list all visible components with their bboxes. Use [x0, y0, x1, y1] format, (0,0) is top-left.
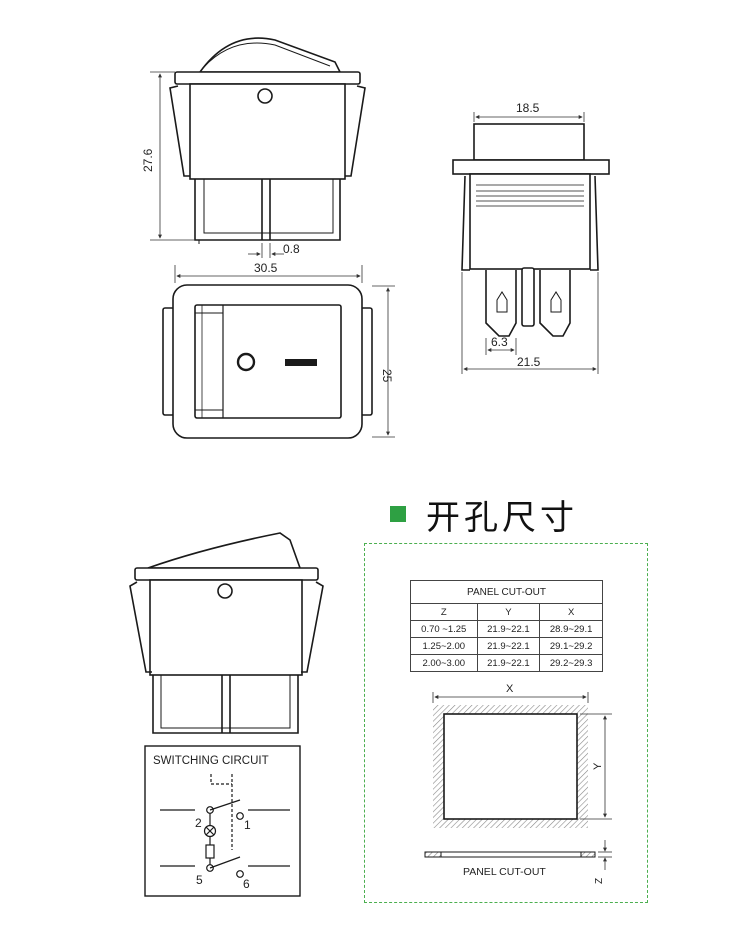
table-cell: 1.25~2.00 [410, 637, 478, 655]
top-view-dimension [174, 265, 363, 283]
green-square-icon [390, 506, 406, 522]
table-cell: 29.1~29.2 [539, 637, 603, 655]
panel-cutout-frame [364, 543, 648, 903]
rocker-switch-view [129, 532, 324, 734]
table-header-row: Z Y X [410, 603, 603, 621]
table-title-row: PANEL CUT-OUT [410, 580, 603, 604]
table-cell: 21.9~22.1 [476, 620, 541, 638]
cutout-size-heading: 开孔尺寸 [390, 492, 578, 538]
side-view-dimension-bottom [461, 272, 599, 374]
dim-width-label: 25 [380, 369, 394, 383]
switching-circuit-box [144, 745, 301, 897]
column-header-z: Z [410, 603, 478, 621]
side-view-dimension-top [473, 112, 585, 122]
cutout-z-label: Z [594, 878, 605, 884]
cutout-x-label: X [506, 683, 514, 695]
cutout-size-title: 开孔尺寸 [426, 497, 578, 538]
cutout-y-label: Y [592, 762, 604, 770]
dim-side-bottom-label: 21.5 [517, 355, 541, 369]
column-header-y: Y [476, 603, 541, 621]
dim-length-label: 30.5 [254, 261, 278, 275]
front-view-dimensions [150, 71, 284, 258]
table-cell: 21.9~22.1 [476, 637, 541, 655]
table-row: 0.70 ~1.25 21.9~22.1 28.9~29.1 [410, 620, 603, 638]
table-cell: 29.2~29.3 [539, 654, 603, 672]
table-cell: 0.70 ~1.25 [410, 620, 478, 638]
dim-pin-width-label: 0.8 [283, 242, 300, 256]
panel-cutout-caption: PANEL CUT-OUT [463, 866, 546, 878]
table-title: PANEL CUT-OUT [410, 580, 603, 604]
dim-side-top-label: 18.5 [516, 101, 540, 115]
cutout-y-dimension [580, 713, 612, 820]
panel-cutout-table: PANEL CUT-OUT Z Y X 0.70 ~1.25 21.9~22.1… [410, 580, 603, 672]
off-symbol-icon [236, 352, 256, 372]
side-view [452, 123, 610, 337]
terminal-6-label: 6 [243, 877, 250, 891]
switching-circuit-title: SWITCHING CIRCUIT [153, 755, 269, 767]
table-cell: 2.00~3.00 [410, 654, 478, 672]
table-cell: 21.9~22.1 [476, 654, 541, 672]
cutout-z-dimension [598, 840, 612, 870]
switching-circuit-schematic [160, 774, 290, 878]
dim-pin-spacing-label: 6.3 [491, 335, 508, 349]
terminal-2-label: 2 [195, 816, 202, 830]
panel-side-section [424, 851, 596, 858]
table-row: 1.25~2.00 21.9~22.1 29.1~29.2 [410, 637, 603, 655]
terminal-5-label: 5 [196, 873, 203, 887]
terminal-1-label: 1 [244, 818, 251, 832]
top-view-side-dimension [372, 285, 395, 438]
column-header-x: X [539, 603, 603, 621]
panel-cutout-hatch [433, 705, 588, 828]
table-row: 2.00~3.00 21.9~22.1 29.2~29.3 [410, 654, 603, 672]
top-view [162, 284, 373, 439]
front-view [169, 37, 366, 244]
cutout-x-dimension [432, 692, 589, 703]
on-symbol-icon [285, 359, 317, 366]
table-cell: 28.9~29.1 [539, 620, 603, 638]
dim-height-label: 27.6 [141, 148, 155, 172]
